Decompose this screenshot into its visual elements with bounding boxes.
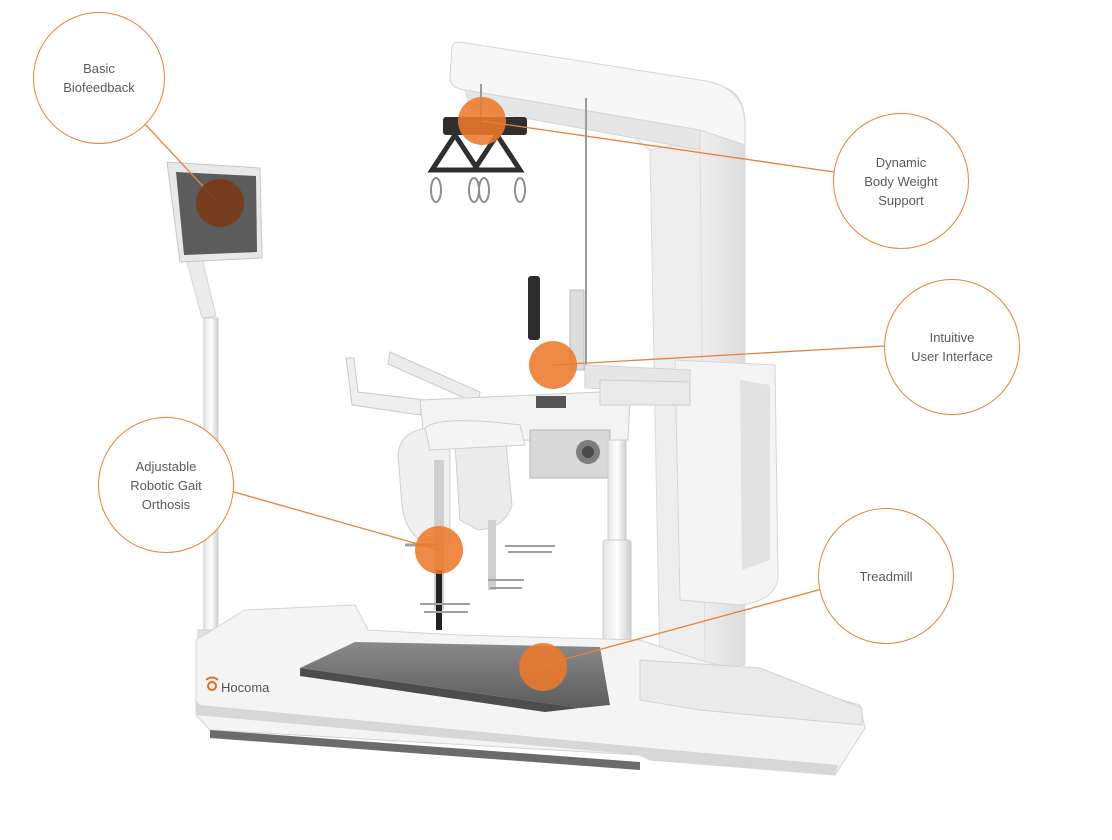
marker-biofeedback — [196, 179, 244, 227]
callout-orthosis: Adjustable Robotic Gait Orthosis — [98, 417, 234, 553]
markers — [196, 97, 577, 691]
callout-treadmill-label: Treadmill — [859, 568, 913, 584]
rail-frame — [345, 351, 691, 479]
marker-treadmill — [519, 643, 567, 691]
marker-orthosis — [415, 526, 463, 574]
callout-biofeedback: Basic Biofeedback — [33, 12, 165, 144]
marker-body-weight — [458, 97, 506, 145]
callout-orthosis-label: Adjustable Robotic Gait Orthosis — [130, 458, 202, 512]
support-pillar — [602, 439, 632, 666]
callout-treadmill: Treadmill — [818, 508, 954, 644]
treadmill-base — [195, 604, 866, 776]
callout-interface: Intuitive User Interface — [884, 279, 1020, 415]
callout-biofeedback-label: Basic Biofeedback — [63, 61, 135, 95]
logo-text: Hocoma — [221, 680, 270, 695]
callout-body-weight: Dynamic Body Weight Support — [833, 113, 969, 249]
callout-interface-label: Intuitive User Interface — [911, 330, 993, 364]
callout-body-weight-label: Dynamic Body Weight Support — [864, 154, 938, 208]
hocoma-logo: Hocoma — [205, 676, 270, 695]
marker-interface — [529, 341, 577, 389]
